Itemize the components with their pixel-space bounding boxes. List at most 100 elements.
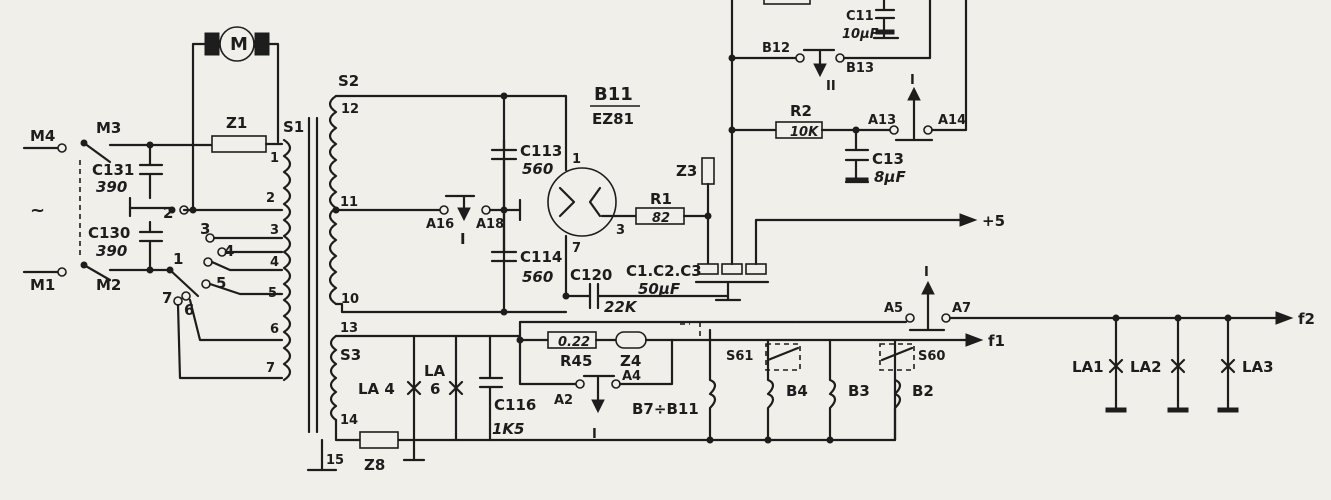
label-sel-1: 1 bbox=[173, 250, 183, 268]
label-m4: M4 bbox=[30, 127, 55, 145]
label-t2: 2 bbox=[266, 191, 275, 206]
resistor-r1: R1 82 bbox=[635, 190, 710, 226]
label-a2: A2 bbox=[554, 393, 573, 408]
label-la3: LA3 bbox=[1242, 358, 1274, 376]
label-roman-i-a: I bbox=[460, 230, 466, 248]
secondary-winding-s2: S2 12 11 10 bbox=[328, 72, 568, 314]
resistor-r45-z4: 0.22 R45 Z4 bbox=[516, 331, 674, 370]
label-c120-value: 22K bbox=[604, 298, 638, 316]
label-t4: 4 bbox=[270, 255, 279, 270]
label-b7-b11: B7÷B11 bbox=[632, 400, 699, 418]
upper-right-section: C11 10µF B12 B13 II R2 10K C13 8µF A13 A… bbox=[728, 0, 968, 186]
label-s2-12: 12 bbox=[341, 102, 359, 117]
label-a18: A18 bbox=[476, 217, 504, 232]
label-c13-value: 8µF bbox=[874, 168, 906, 186]
fuse-z8: Z8 bbox=[359, 431, 426, 474]
label-t1: 1 bbox=[270, 151, 279, 166]
label-tube-3: 3 bbox=[616, 223, 625, 238]
label-c113-value: 560 bbox=[522, 160, 553, 178]
label-ez81: EZ81 bbox=[592, 110, 634, 128]
label-a4: A4 bbox=[622, 369, 641, 384]
label-m3: M3 bbox=[96, 119, 121, 137]
label-z3: Z3 bbox=[676, 162, 697, 180]
lamp-la4-la6: LA 4 LA 6 bbox=[358, 334, 464, 442]
capacitor-c114: C114 560 bbox=[490, 206, 562, 316]
label-f1: f1 bbox=[988, 332, 1005, 350]
label-la2: LA2 bbox=[1130, 358, 1162, 376]
label-a13: A13 bbox=[868, 113, 896, 128]
label-s61: S61 bbox=[726, 349, 753, 364]
label-s2-11: 11 bbox=[340, 195, 358, 210]
primary-winding-s1: S1 1 2 3 4 5 6 7 bbox=[266, 118, 304, 382]
capacitor-c1-c2-c3: C1.C2.C3 50µF bbox=[626, 0, 770, 302]
fuse-z3: Z3 bbox=[676, 157, 715, 266]
capacitor-c131: C131 390 bbox=[92, 141, 214, 196]
label-s3: S3 bbox=[340, 346, 361, 364]
label-sel-4: 4 bbox=[224, 242, 234, 260]
label-m2: M2 bbox=[96, 276, 121, 294]
voltage-selector: 2 3 4 5 1 7 6 bbox=[128, 204, 284, 380]
label-s2-10: 10 bbox=[341, 292, 359, 307]
capacitor-c113: C113 560 bbox=[490, 92, 562, 212]
label-roman-ii: II bbox=[826, 79, 836, 94]
label-c114: C114 bbox=[520, 248, 562, 266]
label-s3-14: 14 bbox=[340, 413, 358, 428]
label-a16: A16 bbox=[426, 217, 454, 232]
label-la6: LA bbox=[424, 362, 446, 380]
label-t7: 7 bbox=[266, 361, 275, 376]
label-roman-i-b: I bbox=[910, 73, 915, 88]
label-tube-7: 7 bbox=[572, 241, 581, 256]
capacitor-c120: C120 22K bbox=[562, 266, 730, 316]
secondary-winding-s3: S3 13 14 15 bbox=[306, 320, 897, 472]
label-plus5: +5 bbox=[982, 212, 1005, 230]
mains-input: M4 M3 M1 M2 ~ bbox=[22, 119, 121, 294]
label-c130-value: 390 bbox=[96, 242, 127, 260]
motor: M bbox=[191, 26, 280, 210]
label-c113: C113 bbox=[520, 142, 562, 160]
label-sel-7: 7 bbox=[162, 289, 172, 307]
label-b4: B4 bbox=[786, 382, 808, 400]
label-c130: C130 bbox=[88, 224, 130, 242]
label-r45-value: 0.22 bbox=[558, 335, 590, 350]
lamps-la1-la3: LA1 LA2 LA3 bbox=[1072, 314, 1274, 413]
label-c120: C120 bbox=[570, 266, 612, 284]
label-c11: C11 bbox=[846, 9, 874, 24]
motor-label: M bbox=[230, 34, 248, 55]
label-a7: A7 bbox=[952, 301, 971, 316]
label-c116: C116 bbox=[494, 396, 536, 414]
rectifier-tube-b11: B11 EZ81 1 3 7 bbox=[502, 84, 640, 298]
label-roman-i-d: I bbox=[592, 427, 597, 442]
label-s3-15: 15 bbox=[326, 453, 344, 468]
label-t3: 3 bbox=[270, 223, 279, 238]
label-sel-5: 5 bbox=[216, 274, 226, 292]
label-ac: ~ bbox=[30, 200, 45, 221]
label-c1c2c3-value: 50µF bbox=[638, 280, 681, 298]
label-c114-value: 560 bbox=[522, 268, 553, 286]
label-c116-value: 1K5 bbox=[492, 420, 525, 438]
switch-a2-a4: A2 A4 I B7÷B11 bbox=[518, 338, 699, 442]
label-b12: B12 bbox=[762, 41, 790, 56]
label-c13: C13 bbox=[872, 150, 904, 168]
label-b3: B3 bbox=[848, 382, 870, 400]
label-a14: A14 bbox=[938, 113, 966, 128]
label-z1: Z1 bbox=[226, 114, 247, 132]
label-m1: M1 bbox=[30, 276, 55, 294]
transformer-core bbox=[307, 116, 319, 434]
label-b13: B13 bbox=[846, 61, 874, 76]
output-f1: f1 S61 S60 bbox=[670, 322, 1005, 371]
label-s2: S2 bbox=[338, 72, 359, 90]
label-la6-num: 6 bbox=[430, 380, 440, 398]
output-plus5: +5 bbox=[754, 212, 1005, 230]
label-c131-value: 390 bbox=[96, 178, 127, 196]
bulbs: B4 B3 B2 bbox=[706, 328, 934, 444]
label-tube-1: 1 bbox=[572, 152, 581, 167]
label-c131: C131 bbox=[92, 161, 134, 179]
label-sel-2: 2 bbox=[163, 204, 173, 222]
label-b11: B11 bbox=[594, 84, 633, 105]
switch-a16-a18: A16 A18 I bbox=[426, 194, 522, 248]
label-r1: R1 bbox=[650, 190, 672, 208]
label-b2: B2 bbox=[912, 382, 934, 400]
label-c1c2c3: C1.C2.C3 bbox=[626, 262, 702, 280]
label-r2: R2 bbox=[790, 102, 812, 120]
